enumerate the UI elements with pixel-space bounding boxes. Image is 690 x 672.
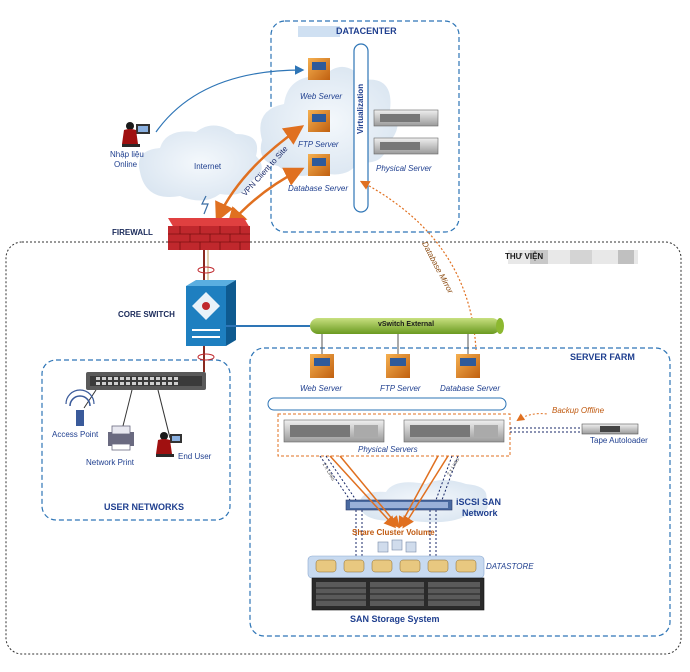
sf-db-server-label: Database Server: [440, 384, 501, 393]
library-zone: [5, 241, 682, 655]
sf-ftp-server-label: FTP Server: [380, 384, 421, 393]
vpn-arrow-2: [226, 167, 305, 228]
user-to-web-arrow: [155, 65, 305, 133]
online-user-label-2: Online: [114, 160, 138, 169]
datastore-label: DATASTORE: [486, 562, 534, 571]
server-iscsi-links: [319, 455, 459, 560]
library-label: THƯ VIỆN: [505, 252, 544, 261]
access-switch-icon: [86, 372, 206, 390]
virtualization-label: Virtualization: [356, 83, 365, 134]
cluster-volume-icon: [377, 539, 417, 553]
internet-firewall-link: [201, 195, 209, 215]
tape-autoloader-icon: [581, 423, 639, 435]
san-storage-icon: [311, 577, 485, 611]
internet-label: Internet: [194, 162, 222, 171]
online-user-label-1: Nhập liệu: [110, 150, 144, 159]
core-switch-icon: [186, 280, 236, 346]
network-printer-icon: [108, 425, 134, 451]
datacenter-title: DATACENTER: [336, 26, 397, 36]
iscsi-switch-icon: [345, 499, 453, 511]
share-cluster-label: Share Cluster Volume: [352, 528, 435, 537]
database-mirror-line: [359, 180, 477, 351]
tape-autoloader-label: Tape Autoloader: [590, 436, 648, 445]
access-point-icon: [65, 389, 95, 426]
firewall-icon: [168, 218, 250, 250]
iscsi-label-1: iSCSI SAN: [456, 497, 502, 507]
sf-physical-server-2: [403, 419, 505, 443]
dc-db-server-label: Database Server: [288, 184, 349, 193]
san-storage-label: SAN Storage System: [350, 614, 440, 624]
vswitch-label: vSwitch External: [378, 321, 435, 328]
dc-ftp-server-icon: [308, 110, 330, 132]
sf-web-server-label: Web Server: [300, 384, 343, 393]
dc-db-server-icon: [308, 154, 330, 176]
dc-web-server-label: Web Server: [300, 92, 343, 101]
virtualization-bar: [353, 43, 369, 213]
dc-web-server-icon: [308, 58, 330, 80]
physical-servers-group: [277, 413, 511, 457]
user-networks-title: USER NETWORKS: [104, 502, 185, 512]
vswitch-bar: [310, 318, 500, 334]
core-switch-label: CORE SWITCH: [118, 310, 175, 319]
firewall-label: FIREWALL: [112, 228, 153, 237]
dc-physical-server-1: [373, 109, 439, 127]
end-user-icon: [156, 432, 182, 457]
sf-db-server-icon: [456, 354, 480, 378]
end-user-label: End User: [178, 452, 212, 461]
sf-web-server-icon: [310, 354, 334, 378]
user-networks-zone: [41, 359, 231, 521]
network-print-label: Network Print: [86, 458, 135, 467]
sf-ftp-server-icon: [386, 354, 410, 378]
iscsi-label-2: Network: [462, 508, 498, 518]
dc-physical-server-label: Physical Server: [376, 164, 432, 173]
sf-physical-server-1: [283, 419, 385, 443]
datacenter-title-bg: [298, 26, 340, 37]
online-user-icon: [122, 122, 150, 147]
hypervisor-bar: [267, 397, 507, 411]
dc-ftp-server-label: FTP Server: [298, 140, 339, 149]
backup-offline-label: Backup Offline: [552, 406, 605, 415]
server-farm-title: SERVER FARM: [570, 352, 635, 362]
server-farm-zone: [249, 347, 671, 637]
physical-servers-label: Physical Servers: [358, 445, 418, 454]
cluster-arrows: [329, 455, 449, 529]
access-point-label: Access Point: [52, 430, 99, 439]
dc-physical-server-2: [373, 137, 439, 155]
